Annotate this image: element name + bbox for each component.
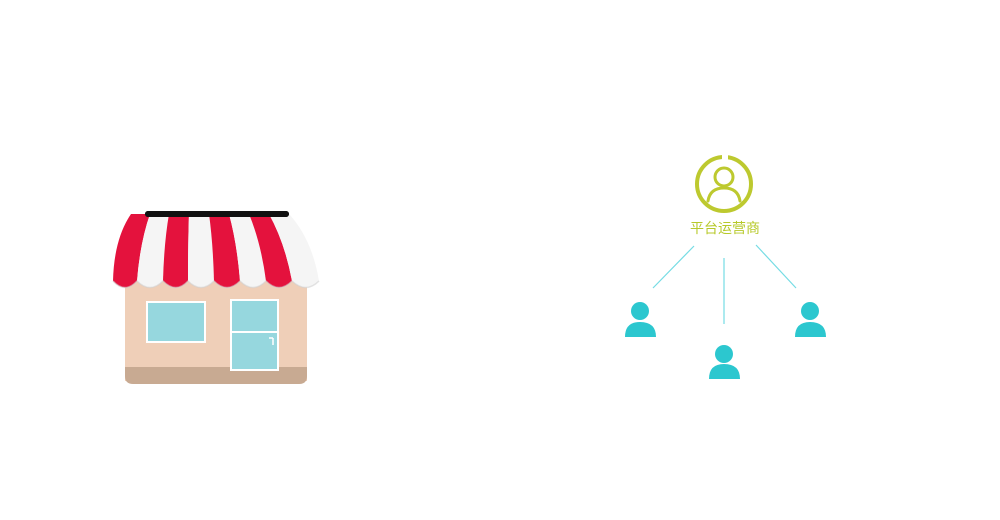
user-node-center (709, 345, 740, 379)
awning-stripe-6 (229, 214, 266, 288)
operator-shoulders (706, 186, 742, 203)
store-window (146, 301, 206, 343)
store-awning (112, 214, 320, 289)
awning-rod-cap-right (283, 211, 289, 217)
awning-stripe-2 (137, 214, 169, 288)
connector-line-right (755, 244, 797, 289)
user-node-left (625, 302, 656, 337)
user-icon (715, 345, 733, 363)
network-diagram (625, 154, 826, 379)
connector-lines (652, 244, 797, 324)
store-icon (112, 211, 320, 384)
door-handle (269, 337, 274, 345)
store-base (125, 367, 307, 384)
awning-rod (145, 211, 289, 217)
awning-stripe-1 (113, 214, 150, 288)
user-circle-icon (695, 155, 753, 213)
operator-head (713, 166, 735, 188)
operator-label: 平台运营商 (690, 221, 760, 237)
user-icon (801, 302, 819, 320)
user-node-right (795, 302, 826, 337)
awning-stripe-7 (249, 214, 292, 288)
awning-shadow (112, 279, 320, 289)
operator-icon-group (695, 154, 753, 213)
awning-rod-cap-left (145, 211, 151, 217)
user-body (625, 322, 656, 337)
awning-stripe-4 (188, 214, 214, 288)
user-body (795, 322, 826, 337)
awning-stripe-3 (163, 214, 189, 288)
awning-stripe-5 (209, 214, 240, 288)
user-body (709, 364, 740, 379)
store-building (112, 211, 320, 384)
door-panel-upper (230, 299, 279, 333)
connector-line-left (652, 245, 695, 289)
user-icon (631, 302, 649, 320)
store-door (230, 299, 279, 371)
awning-stripe-8 (269, 214, 319, 288)
